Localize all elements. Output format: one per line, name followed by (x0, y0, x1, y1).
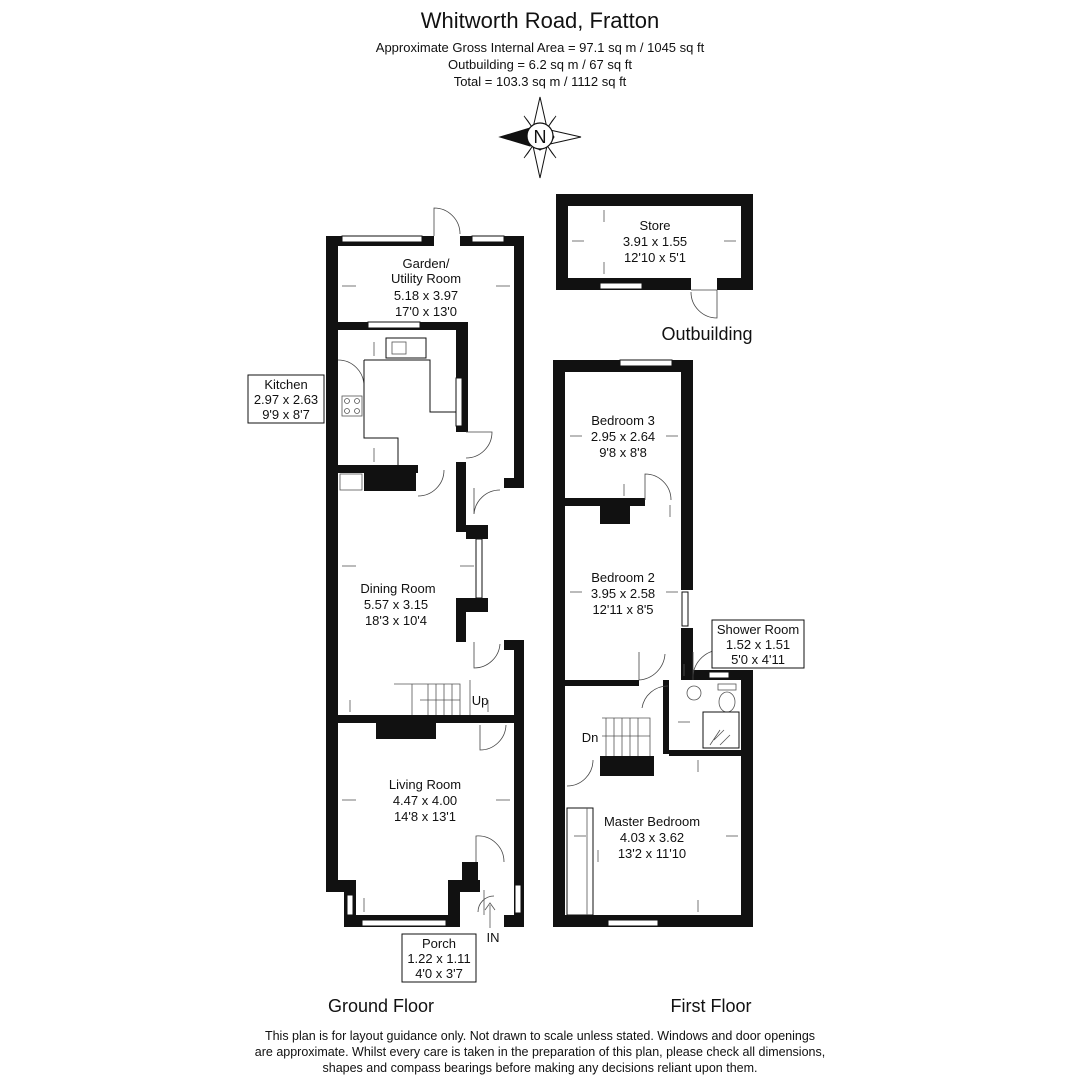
room-metric: 1.22 x 1.11 (407, 951, 470, 966)
room-imperial: 12'10 x 5'1 (624, 250, 686, 265)
outbuilding-label: Outbuilding (661, 324, 752, 344)
disclaimer: This plan is for layout guidance only. N… (0, 1028, 1080, 1076)
entrance-label: IN (487, 930, 500, 945)
room-imperial: 14'8 x 13'1 (394, 809, 456, 824)
room-name: Porch (422, 936, 456, 951)
room-name: Bedroom 3 (591, 413, 655, 428)
room-imperial: 12'11 x 8'5 (592, 602, 653, 617)
room-name: Master Bedroom (604, 814, 700, 829)
room-living: Living Room 4.47 x 4.00 14'8 x 13'1 (389, 777, 461, 824)
shower-label-box (711, 619, 805, 669)
room-imperial: 18'3 x 10'4 (365, 613, 427, 628)
room-metric: 5.57 x 3.15 (364, 597, 428, 612)
room-metric: 2.95 x 2.64 (591, 429, 655, 444)
room-name: Dining Room (360, 581, 435, 596)
room-bedroom-2: Bedroom 2 3.95 x 2.58 12'11 x 8'5 (591, 570, 655, 617)
room-name: Shower Room (717, 622, 799, 637)
room-imperial: 5'0 x 4'11 (731, 652, 785, 667)
kitchen-label-box (247, 374, 325, 424)
room-imperial: 13'2 x 11'10 (618, 846, 686, 861)
ground-floor-label: Ground Floor (328, 996, 434, 1016)
room-name: Kitchen (264, 377, 307, 392)
room-imperial: 17'0 x 13'0 (395, 304, 457, 319)
room-imperial: 4'0 x 3'7 (415, 966, 463, 981)
room-name: Bedroom 2 (591, 570, 655, 585)
outbuilding-area: Outbuilding = 6.2 sq m / 67 sq ft (448, 57, 632, 72)
room-metric: 5.18 x 3.97 (394, 288, 458, 303)
room-metric: 1.52 x 1.51 (726, 637, 790, 652)
room-imperial: 9'8 x 8'8 (599, 445, 647, 460)
room-name: Living Room (389, 777, 461, 792)
room-metric: 3.95 x 2.58 (591, 586, 655, 601)
room-bedroom-3: Bedroom 3 2.95 x 2.64 9'8 x 8'8 (591, 413, 655, 460)
room-master-bedroom: Master Bedroom 4.03 x 3.62 13'2 x 11'10 (604, 814, 700, 861)
outbuilding-plan (556, 194, 753, 319)
room-imperial: 9'9 x 8'7 (262, 407, 310, 422)
room-porch: Porch 1.22 x 1.11 4'0 x 3'7 (407, 936, 470, 981)
disclaimer-line: shapes and compass bearings before makin… (322, 1061, 758, 1075)
gross-internal-area: Approximate Gross Internal Area = 97.1 s… (375, 40, 705, 55)
room-dining: Dining Room 5.57 x 3.15 18'3 x 10'4 (360, 581, 435, 628)
room-garden-utility: Garden/ Utility Room 5.18 x 3.97 17'0 x … (391, 256, 461, 319)
stairs-up-label: Up (472, 693, 489, 708)
disclaimer-line: This plan is for layout guidance only. N… (264, 1029, 816, 1043)
room-metric: 3.91 x 1.55 (623, 234, 687, 249)
porch-label-box (401, 933, 477, 983)
ground-floor-plan (326, 207, 524, 928)
first-floor-plan (553, 359, 753, 927)
first-floor-label: First Floor (671, 996, 752, 1016)
total-area: Total = 103.3 sq m / 1112 sq ft (453, 74, 627, 89)
room-store: Store 3.91 x 1.55 12'10 x 5'1 (623, 218, 687, 265)
room-metric: 2.97 x 2.63 (254, 392, 318, 407)
room-shower: Shower Room 1.52 x 1.51 5'0 x 4'11 (717, 622, 799, 667)
room-name: Utility Room (391, 271, 461, 286)
room-metric: 4.47 x 4.00 (393, 793, 457, 808)
room-kitchen: Kitchen 2.97 x 2.63 9'9 x 8'7 (254, 377, 318, 422)
compass-icon: N (498, 96, 582, 179)
room-name: Store (639, 218, 670, 233)
room-metric: 4.03 x 3.62 (620, 830, 684, 845)
compass-north-label: N (534, 127, 547, 147)
room-name: Garden/ (403, 256, 450, 271)
disclaimer-line: are approximate. Whilst every care is ta… (254, 1045, 826, 1059)
plan-title: Whitworth Road, Fratton (420, 8, 660, 33)
stairs-down-label: Dn (582, 730, 599, 745)
